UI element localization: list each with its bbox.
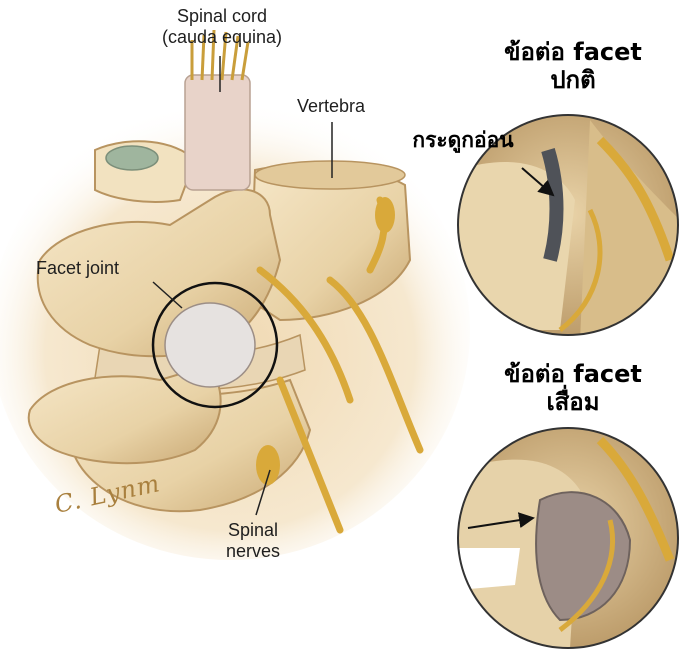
spinal-nerves-leader [255,469,271,516]
normal-inset-title: ข้อต่อ facet ปกติ [488,38,658,94]
spinal-cord [184,74,251,191]
spinal-cord-label-line1: Spinal cord [176,6,268,26]
facet-joint-label: Facet joint [36,258,120,278]
inset-normal-facet [457,114,679,336]
spinal-canal [105,145,159,171]
spinal-nerves-label-line1: Spinal [227,520,279,540]
spinal-nerves [256,196,424,534]
facet-joint-circle [151,281,279,409]
degenerated-inset-title: ข้อต่อ facet เสื่อม [488,360,658,416]
facet-joint-surface [164,302,256,388]
normal-inset-title-line1: ข้อต่อ facet [504,38,642,66]
cartilage-arrow [521,167,555,197]
spinal-cord-label-line2: (cauda equina) [161,27,283,47]
degeneration-arrow [467,512,535,529]
normal-inset-title-line2: ปกติ [550,66,596,94]
facet-joint-leader [152,281,183,309]
degenerated-inset-title-line1: ข้อต่อ facet [504,360,642,388]
degenerated-inset-title-line2: เสื่อม [546,388,600,416]
cartilage-label: กระดูกอ่อน [412,128,514,152]
vertebra-label: Vertebra [296,96,366,116]
vertebral-column [27,29,424,534]
inset-degenerated-facet [457,427,679,649]
spinal-nerves-label-line2: nerves [225,541,281,561]
spinal-nerves-label: Spinal nerves [208,520,298,562]
vertebra-top-surface [254,160,406,190]
spinal-cord-label: Spinal cord (cauda equina) [112,6,332,48]
